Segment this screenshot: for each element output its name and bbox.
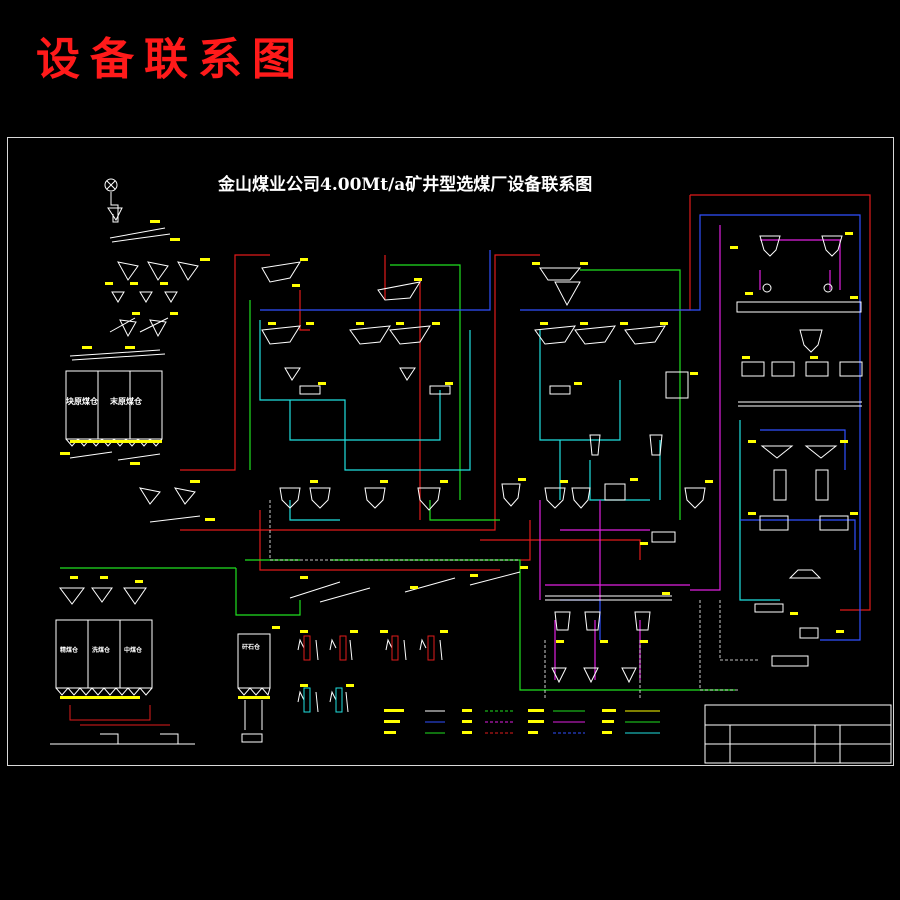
page-heading: 设备联系图 [36, 34, 306, 85]
drawing-title: 金山煤业公司4.00Mt/a矿井型选煤厂设备联系图 [218, 175, 593, 195]
cyan-flow-lines [259, 320, 780, 601]
lower-equipment [289, 571, 672, 713]
drawing-frame [7, 137, 894, 766]
gangue-bin-label: 矸石仓 [242, 644, 261, 651]
right-side-equipment [736, 235, 863, 667]
raw-coal-tags [60, 220, 215, 521]
product-bin-1-label: 精煤仓 [60, 647, 79, 654]
lower-equipment-cyan [303, 687, 343, 713]
legend-swatches [384, 709, 616, 734]
raw-coal-receiving [65, 178, 201, 523]
lower-equipment-colored [303, 635, 435, 661]
raw-coal-bin-left-label: 块原煤仓 [66, 396, 98, 406]
product-bin-2-label: 洗煤仓 [92, 647, 111, 654]
raw-coal-bin-right-label: 末原煤仓 [110, 396, 142, 406]
product-bins [50, 587, 271, 745]
line-legend [425, 710, 660, 734]
product-bin-lines [69, 705, 170, 726]
white-dashed-lines [269, 500, 760, 700]
process-equipment [261, 261, 706, 543]
product-bin-3-label: 中煤仓 [124, 647, 143, 654]
equipment-tags [60, 232, 858, 699]
title-block-frame [704, 704, 892, 764]
blue-flow-lines [260, 214, 861, 641]
